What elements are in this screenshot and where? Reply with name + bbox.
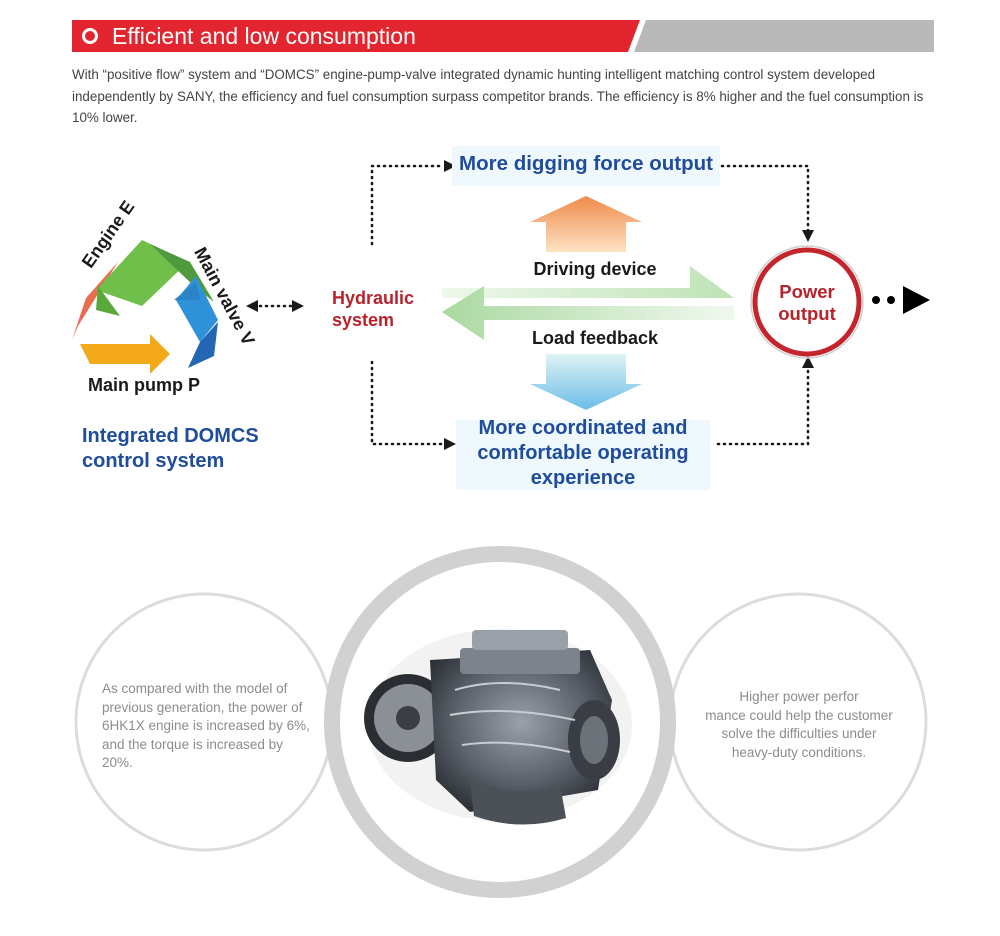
cycle-arrows-icon [72,240,218,374]
customer-benefit-text: Higher power perfor mance could help the… [705,689,893,760]
digging-force-box [452,146,720,186]
load-feedback-label: Load feedback [531,328,659,348]
up-arrow-icon [530,196,642,252]
dotted-connector-lines [252,164,810,446]
intro-paragraph: With “positive flow” system and “DOMCS” … [72,67,924,125]
digging-force-label: More digging force output [459,152,713,175]
main-pump-p-label: Main pump P [88,375,200,395]
output-arrow-icon [872,286,930,314]
domcs-label: Integrated DOMCS control system [82,425,259,472]
down-arrow-icon [530,354,642,410]
power-torque-text: As compared with the model of previous g… [102,681,310,770]
driving-device-label: Driving device [533,259,657,279]
coordinated-label: More coordinated and comfortable operati… [477,417,689,489]
arrowhead-icons [246,160,814,450]
section-banner [72,20,640,52]
coordinated-box [456,420,710,490]
power-output-label: Power output [778,281,836,324]
hydraulic-system-label: Hydraulic system [332,288,415,330]
engine-image [364,629,632,825]
power-output-circle [752,247,862,357]
left-arrow-icon [442,286,734,340]
circle-bullet-icon [82,28,98,44]
right-arrow-icon [442,266,734,298]
section-banner-tail [634,20,934,52]
decorative-rings [74,546,928,898]
section-title: Efficient and low consumption [112,23,416,49]
